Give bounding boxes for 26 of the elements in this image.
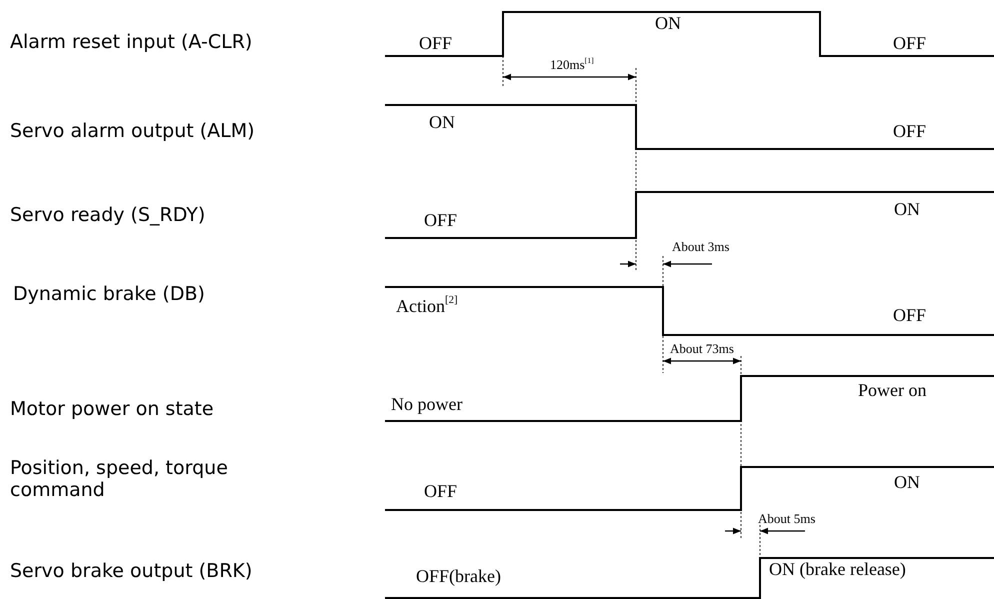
state-label: OFF [424,210,458,231]
timing-value: About 73ms [670,342,734,357]
state-label: OFF(brake) [416,566,501,587]
signal-name: Servo alarm output (ALM) [10,121,255,143]
state-label: OFF [424,481,458,502]
state-label: No power [391,394,462,415]
state-label: OFF [419,33,452,54]
signal-name: Motor power on state [10,399,214,421]
state-label: Action$^{[2]}$ [396,296,458,317]
state-label: Power on [858,380,926,401]
timing-value: About 5ms [758,512,816,527]
state-label: ON [429,112,455,133]
signal-name: Position, speed, torque command [10,458,229,502]
state-label: ON (brake release) [769,559,906,580]
state-label: OFF [893,33,926,54]
state-label: ON [894,472,920,493]
state-label: ON [894,199,920,220]
signal-name: Servo brake output (BRK) [10,561,252,583]
timing-value: 120ms$^{[1]}$ [550,58,594,73]
state-label: ON [655,13,681,34]
signal-name: Servo ready (S_RDY) [10,205,206,227]
timing-value: About 3ms [672,240,730,255]
state-label: OFF [893,305,926,326]
state-label: OFF [893,121,926,142]
signal-name: Alarm reset input (A-CLR) [10,32,252,54]
signal-name: Dynamic brake (DB) [13,284,205,306]
